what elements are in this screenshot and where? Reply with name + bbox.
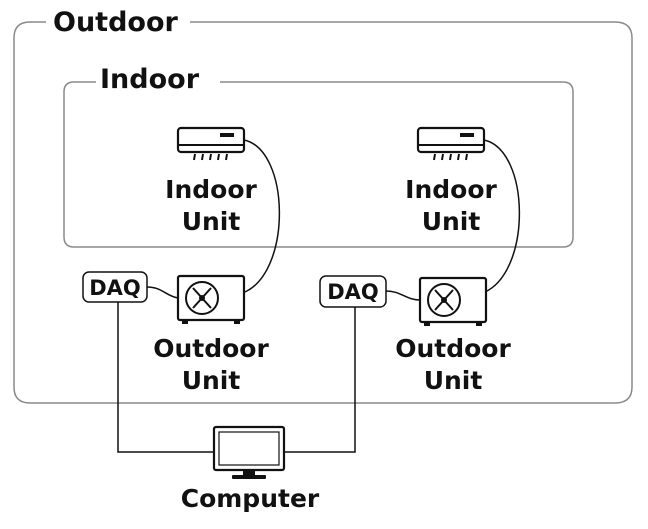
indoor-unit-2-label-line2: Unit — [422, 207, 481, 236]
outdoor-fan-unit-icon — [418, 276, 488, 326]
monitor-icon — [212, 425, 286, 479]
outdoor-unit-1-label-line1: Outdoor — [153, 334, 269, 363]
indoor-title: Indoor — [100, 64, 200, 95]
outdoor-title: Outdoor — [53, 7, 179, 38]
indoor-unit-1-label-line1: Indoor — [165, 175, 257, 204]
air-conditioner-icon — [416, 126, 486, 161]
outdoor-boundary — [13, 21, 633, 404]
data-cable-1 — [117, 302, 215, 453]
sensor-cable-1 — [146, 286, 179, 299]
outdoor-fan-unit-icon — [176, 274, 246, 324]
refrigerant-pipe-2 — [483, 139, 521, 293]
outdoor-unit-2-label-line1: Outdoor — [395, 334, 511, 363]
indoor-unit-1-label-line2: Unit — [182, 207, 241, 236]
refrigerant-pipe-1 — [243, 139, 281, 293]
computer-label: Computer — [181, 484, 320, 513]
data-cable-2 — [285, 307, 356, 453]
sensor-cable-2 — [385, 290, 421, 301]
outdoor-unit-2-label-line2: Unit — [424, 366, 483, 395]
outdoor-unit-1-label-line2: Unit — [182, 366, 241, 395]
indoor-unit-2-label-line1: Indoor — [405, 175, 497, 204]
indoor-boundary — [63, 81, 574, 248]
daq-2-label: DAQ — [327, 280, 379, 304]
air-conditioner-icon — [176, 126, 246, 161]
daq-1-label: DAQ — [89, 276, 141, 300]
